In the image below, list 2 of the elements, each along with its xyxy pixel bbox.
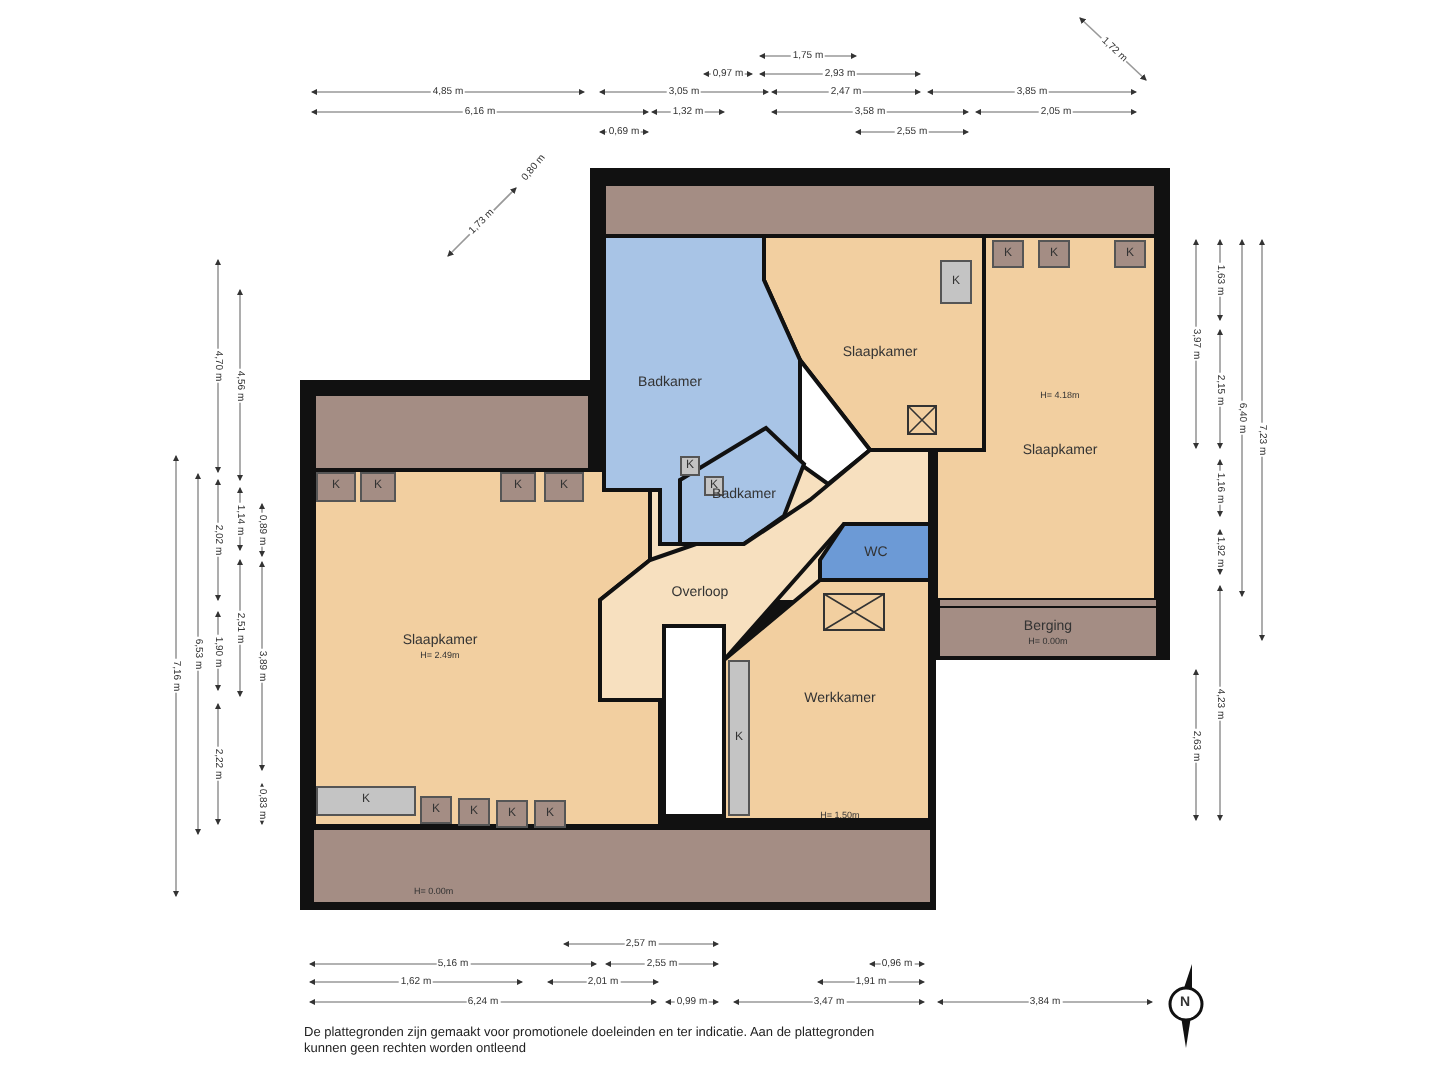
storage-room [940, 608, 1156, 656]
attic-space [314, 830, 930, 902]
